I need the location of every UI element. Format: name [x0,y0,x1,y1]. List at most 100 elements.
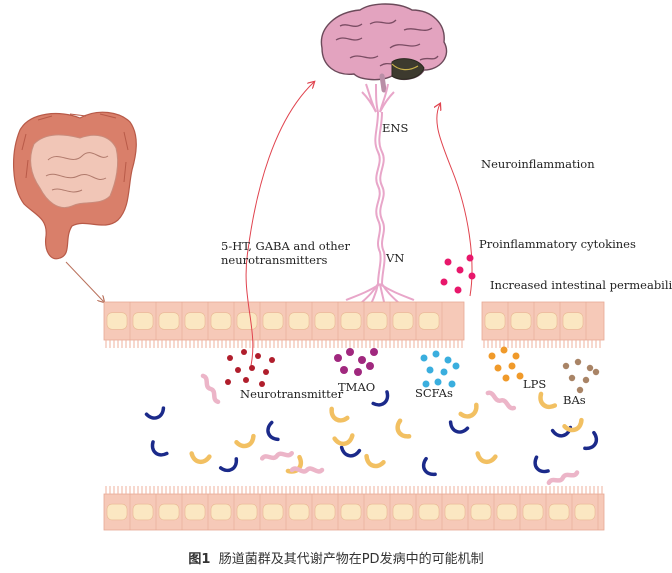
blue-bacterium [421,456,437,477]
blue-bacterium [150,440,169,457]
neurotransmitter-label: Neurotransmitter [240,387,344,401]
ens-label: ENS [382,121,409,135]
blue-bacterium [144,406,166,420]
tmao-dot [370,348,378,356]
blue-bacterium [339,445,362,458]
yellow-bacterium [234,433,256,449]
epithelial-cell [444,503,466,521]
vagus-nerve [345,83,415,311]
lps-dot [502,374,510,382]
tmao-dot [358,356,366,364]
lps-dot [494,364,502,372]
epithelial-cell [262,312,284,330]
epithelial-cell [392,312,414,330]
epithelial-cell [158,312,180,330]
yellow-bacterium [332,433,355,446]
neurotransmitter-dot [235,367,241,373]
neurotransmitter-dot [243,377,249,383]
ba-dot [576,386,584,394]
scfa-dot [422,380,430,388]
increased-permeability-label: Increased intestinal permeability [490,278,672,292]
epithelial-cell [340,312,362,330]
epithelial-cell [314,503,336,521]
neurotransmitters-label-line2: neurotransmitters [221,253,328,267]
epithelial-cell [106,312,128,330]
epithelial-cell [210,503,232,521]
tmao-dot [340,366,348,374]
lps-dot [488,352,496,360]
lps-dot [500,346,508,354]
yellow-bacterium [458,402,479,419]
epithelial-cell [536,312,558,330]
epithelial-cell [548,503,570,521]
neuroinflammation-label: Neuroinflammation [481,157,595,171]
figure-caption: 图1 肠道菌群及其代谢产物在PD发病中的可能机制 [0,548,672,567]
cytokine-dot [444,258,452,266]
yellow-bacterium [475,451,498,464]
scfa-dot [434,378,442,386]
brain-icon [320,3,448,93]
blue-bacterium [218,457,239,473]
blue-bacterium [533,455,550,474]
ba-dot [582,376,590,384]
neurotransmitter-dot [269,357,275,363]
tmao-dot [354,368,362,376]
epithelial-cell [288,503,310,521]
neurotransmitter-dot [225,379,231,385]
neurotransmitter-dot [255,353,261,359]
epithelial-cell [522,503,544,521]
epithelial-cell [210,312,232,330]
epithelial-cell [392,503,414,521]
ba-dot [586,364,594,372]
epithelial-cell [418,503,440,521]
figure-number: 图1 [188,552,211,567]
epithelial-cell [106,503,128,521]
pink-bacterium [289,466,325,474]
epithelial-cell [288,312,310,330]
neurotransmitter-dot [241,349,247,355]
lower-epithelium [103,486,605,531]
neurotransmitter-dot [249,365,255,371]
bas-label: BAs [563,393,586,407]
epithelial-cell [510,312,532,330]
scfas-label: SCFAs [415,386,453,400]
epithelial-cell [184,503,206,521]
epithelial-cell [418,312,440,330]
gut-bacteria [144,373,599,486]
yellow-bacterium [538,391,558,410]
cytokine-dot [456,266,464,274]
yellow-bacterium [189,451,212,464]
neurotransmitter-dot [259,381,265,387]
blue-bacterium [448,420,470,434]
blue-bacterium [583,430,599,451]
yellow-bacterium [395,418,412,439]
scfa-dot [440,368,448,376]
blue-bacterium [371,390,390,407]
tmao-dot [346,348,354,356]
lps-dot [508,362,516,370]
cytokine-dot [454,286,462,294]
colon-icon [13,111,137,260]
cytokine-to-brain-arrow [437,104,473,297]
epithelial-cell [574,503,596,521]
neurotransmitter-dot [263,369,269,375]
epithelial-cell [236,503,258,521]
pink-bacterium [200,373,221,405]
ba-dot [568,374,576,382]
lps-label: LPS [523,377,547,391]
cytokine-dot [440,278,448,286]
neurotransmitter-dot [227,355,233,361]
epithelial-cell [262,503,284,521]
epithelial-cell [496,503,518,521]
proinflammatory-cytokines-label: Proinflammatory cytokines [479,237,636,251]
figure-caption-text: 肠道菌群及其代谢产物在PD发病中的可能机制 [218,552,484,567]
scfa-dot [452,362,460,370]
yellow-bacterium [364,453,386,469]
epithelial-cell [314,312,336,330]
scfa-dot [444,356,452,364]
epithelial-cell [562,312,584,330]
epithelial-cell [366,503,388,521]
epithelial-cell [132,312,154,330]
scfa-dot [426,366,434,374]
ba-dot [592,368,600,376]
